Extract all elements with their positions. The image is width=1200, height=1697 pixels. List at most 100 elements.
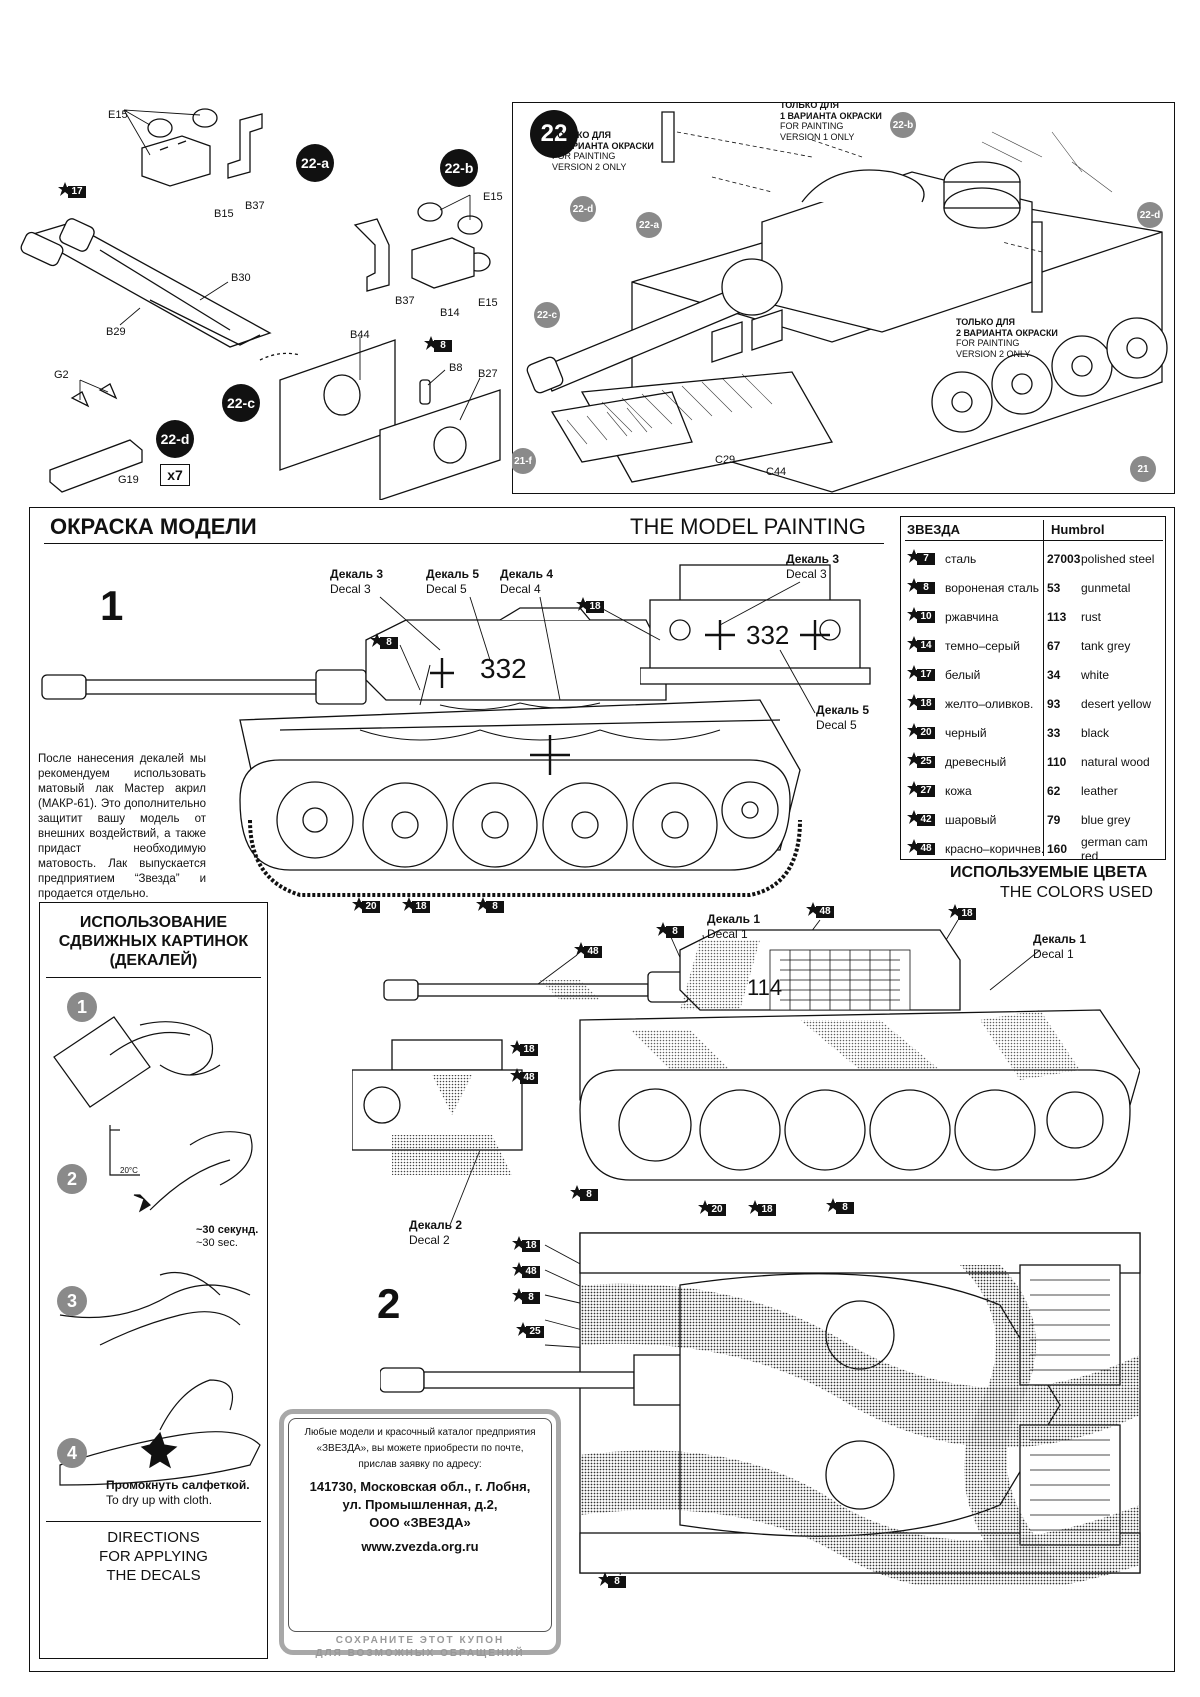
color-number-badge: 10 [907,606,937,627]
decal-step-1-badge: 1 [67,992,97,1022]
humbrol-code: 113 [1047,609,1067,624]
part-label-b29: B29 [106,326,126,338]
color-marker-48: 48 [510,1068,540,1088]
color-number-badge: 27 [907,780,937,801]
decal-directions-title: ИСПОЛЬЗОВАНИЕ СДВИЖНЫХ КАРТИНОК (ДЕКАЛЕЙ… [58,914,249,969]
color-number-badge: 17 [907,664,937,685]
part-label-e15: E15 [483,191,503,203]
color-number-badge: 7 [907,548,937,569]
tank-version1-side [41,607,802,897]
humbrol-code: 27003 [1047,551,1081,566]
color-marker-8: 8 [570,1185,600,1205]
color-marker-8: 8 [656,922,686,942]
color-name-ru: желто–оливков. [945,696,1034,711]
tank-version2-top [380,1232,1141,1585]
part-label-b44: B44 [350,329,370,341]
color-marker-8: 8 [826,1198,856,1218]
part-label-b14: B14 [440,307,460,319]
color-marker-48: 48 [512,1262,542,1282]
title-underline [44,543,884,544]
color-row: 17 белый 34 white [905,660,1163,689]
color-marker-18: 18 [402,897,432,917]
part-label-c44: C44 [766,466,787,478]
color-name-ru: белый [945,667,981,682]
color-marker-18: 18 [512,1236,542,1256]
version2-note-right: ТОЛЬКО ДЛЯ 2 ВАРИАНТА ОКРАСКИ FOR PAINTI… [956,317,1058,359]
part-label-b8: B8 [449,362,463,374]
color-number-badge: 8 [907,577,937,598]
col-header-zvezda: ЗВЕЗДА [907,522,960,537]
coupon-box: Любые модели и красочный каталог предпри… [279,1409,561,1659]
humbrol-code: 160 [1047,841,1068,856]
coupon-line-3: прислав заявку по адресу: [358,1459,482,1470]
tank1-number-side: 332 [480,653,527,684]
substep-22d-ref: 22-d [1137,202,1163,228]
humbrol-code: 79 [1047,812,1061,827]
coupon-keep-line-2: ДЛЯ ВОЗМОЖНЫХ ОБРАЩЕНИЙ [315,1648,525,1659]
col-header-humbrol: Humbrol [1051,522,1105,537]
version1-note: ТОЛЬКО ДЛЯ 1 ВАРИАНТА ОКРАСКИ FOR PAINTI… [780,102,882,142]
assembly-left-drawing [20,108,501,500]
color-marker-8: 8 [370,633,400,653]
humbrol-code: 62 [1047,783,1061,798]
part-label-b30: B30 [231,272,251,284]
color-marker-48: 48 [806,902,836,922]
painting-frame [29,507,1175,1672]
soak-time: ~30 секунд. ~30 sec. [196,1224,259,1249]
painting-title-en: THE MODEL PAINTING [630,514,866,539]
color-number-badge: 14 [907,635,937,656]
color-name-en: white [1081,667,1110,682]
tank-version1-rear [640,564,871,685]
color-name-ru: древесный [945,754,1007,769]
color-number-badge: 42 [907,809,937,830]
color-marker-48: 48 [574,942,604,962]
part-label-c29: C29 [715,454,736,466]
coupon-website[interactable]: www.zvezda.org.ru [361,1539,479,1554]
substep-22d-badge: 22-d [156,420,194,458]
painting-title-ru: ОКРАСКА МОДЕЛИ [50,514,257,539]
color-marker-8: 8 [424,336,454,356]
water-temperature: 20°C [120,1166,138,1175]
humbrol-code: 34 [1047,667,1061,682]
version-2-number: 2 [377,1280,401,1327]
color-name-ru: шаровый [945,812,997,827]
color-table-frame [900,516,1166,860]
color-name-ru: темно–серый [945,638,1020,653]
color-number-badge: 25 [907,751,937,772]
coupon-address-1: 141730, Московская обл., г. Лобня, [309,1479,531,1494]
humbrol-code: 33 [1047,725,1061,740]
color-name-en: leather [1081,783,1118,798]
color-name-en: black [1081,725,1110,740]
color-marker-8: 8 [598,1572,628,1592]
color-number-badge: 48 [907,838,937,859]
substep-22a-badge: 22-a [296,144,334,182]
color-number-badge: 20 [907,722,937,743]
coupon-address-3: ООО «ЗВЕЗДА» [369,1515,471,1530]
humbrol-code: 93 [1047,696,1061,711]
coupon-address-2: ул. Промышленная, д.2, [342,1497,498,1512]
color-marker-18: 18 [576,597,606,617]
color-name-en: desert yellow [1081,696,1152,711]
decal-directions-illustrations [53,1016,261,1486]
humbrol-code: 110 [1047,754,1067,769]
step-21-ref: 21 [1130,456,1156,482]
substep-22c-ref: 22-c [534,302,560,328]
version-1-number: 1 [100,582,124,629]
part-label-g2: G2 [54,369,69,381]
humbrol-code: 53 [1047,580,1061,595]
version2-note-left: ТОЛЬКО ДЛЯ 2 ВАРИАНТА ОКРАСКИ FOR PAINTI… [552,130,654,172]
color-name-ru: черный [945,725,987,740]
color-name-en: tank grey [1081,638,1131,653]
tank-version2-rear [352,1039,523,1175]
part-label-b37: B37 [245,200,265,212]
